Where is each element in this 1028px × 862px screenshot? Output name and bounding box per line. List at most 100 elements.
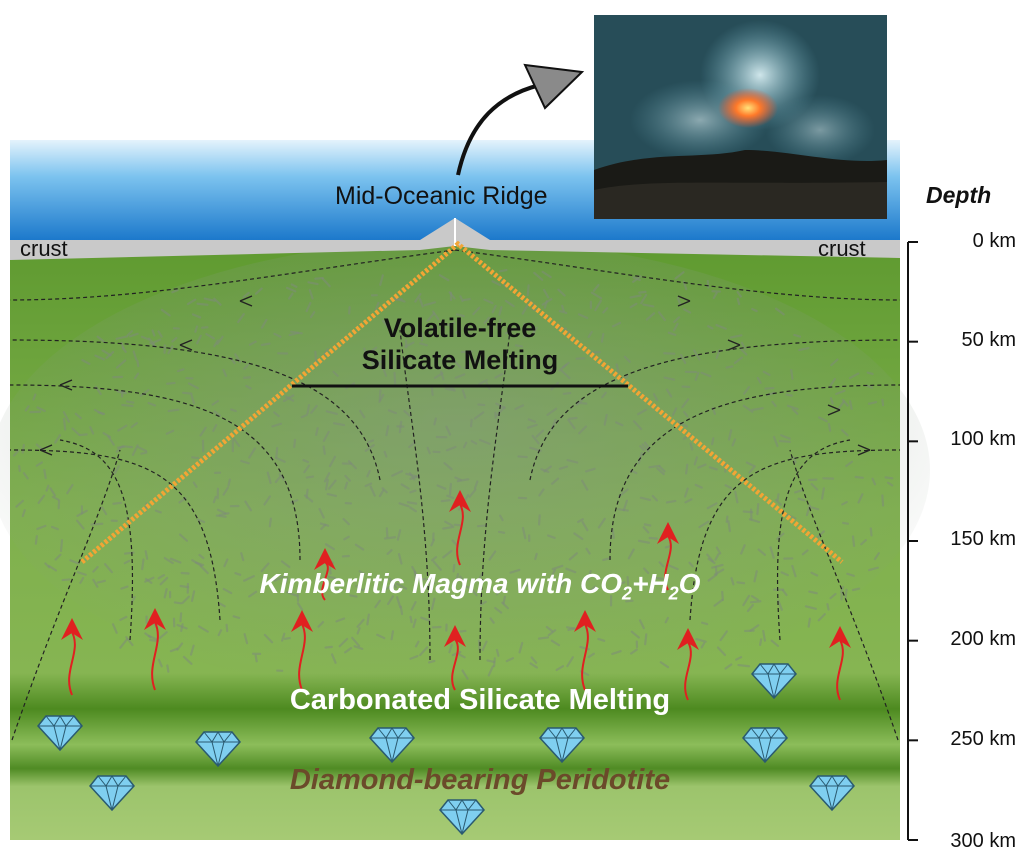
speckle: [611, 650, 622, 656]
speckle: [268, 517, 272, 528]
speckle: [187, 382, 200, 390]
speckle: [32, 393, 37, 401]
speckle: [671, 407, 678, 417]
depth-tick-150: 150 km: [950, 528, 1016, 550]
speckle: [489, 617, 495, 624]
speckle: [740, 341, 747, 351]
speckle: [213, 297, 222, 306]
speckle: [112, 501, 123, 505]
speckle: [566, 656, 575, 668]
speckle: [514, 344, 524, 348]
speckle: [356, 627, 361, 635]
speckle: [560, 578, 566, 587]
speckle: [37, 494, 46, 505]
speckle: [93, 408, 104, 416]
speckle: [115, 359, 127, 369]
speckle: [695, 638, 707, 643]
speckle: [351, 636, 361, 647]
speckle: [314, 350, 318, 363]
diamond-icon: [439, 799, 485, 836]
speckle: [309, 311, 316, 319]
magma-arrow-icon: [657, 522, 679, 591]
speckle: [762, 370, 771, 377]
speckle: [375, 358, 385, 367]
speckle: [860, 538, 867, 546]
speckle: [643, 441, 651, 450]
speckle: [144, 576, 155, 583]
speckle: [223, 558, 229, 568]
speckle: [409, 474, 421, 481]
speckle: [252, 652, 262, 655]
speckle: [791, 564, 797, 578]
speckle: [517, 496, 528, 500]
speckle: [196, 518, 206, 524]
speckle: [370, 294, 378, 297]
speckle: [840, 592, 843, 601]
crust-label-left: crust: [20, 236, 68, 261]
speckle: [547, 534, 556, 540]
speckle: [381, 487, 388, 494]
speckle: [370, 359, 375, 367]
speckle: [724, 663, 733, 670]
speckle: [769, 546, 775, 559]
speckle: [222, 587, 233, 595]
speckle: [89, 426, 95, 435]
speckle: [172, 617, 176, 628]
speckle: [562, 391, 572, 395]
speckle: [638, 619, 645, 630]
speckle: [603, 413, 608, 426]
speckle: [140, 451, 148, 455]
speckle: [414, 640, 420, 648]
speckle: [276, 669, 284, 672]
speckle: [273, 575, 285, 582]
speckle: [435, 435, 448, 439]
speckle: [523, 583, 533, 589]
speckle: [629, 648, 638, 655]
speckle: [873, 552, 880, 561]
speckle: [808, 590, 818, 595]
speckle: [694, 371, 700, 381]
speckle: [344, 502, 353, 505]
speckle: [374, 599, 382, 609]
speckle: [837, 400, 845, 410]
speckle: [409, 655, 419, 660]
speckle: [364, 584, 371, 591]
speckle: [826, 603, 830, 611]
speckle: [854, 475, 864, 479]
speckle: [674, 271, 685, 280]
speckle: [810, 571, 819, 577]
speckle: [848, 372, 860, 380]
speckle: [172, 327, 180, 330]
speckle: [550, 568, 557, 579]
speckle: [643, 567, 650, 575]
speckle: [51, 495, 60, 501]
speckle: [477, 403, 486, 407]
speckle: [287, 292, 294, 300]
speckle: [701, 621, 709, 626]
speckle: [575, 357, 586, 360]
speckle: [24, 405, 30, 412]
speckle: [840, 585, 845, 594]
speckle: [386, 595, 395, 606]
speckle: [131, 595, 136, 603]
speckle: [676, 296, 682, 306]
speckle: [736, 290, 742, 298]
speckle: [523, 329, 526, 338]
speckle: [245, 384, 252, 390]
speckle: [222, 486, 229, 496]
depth-tick-0: 0 km: [972, 230, 1016, 252]
speckle: [90, 522, 104, 526]
speckle: [707, 325, 714, 330]
speckle: [707, 557, 716, 565]
volatile-free-line1: Volatile-free: [383, 313, 537, 343]
diamond-icon: [742, 727, 788, 764]
magma-arrow-icon: [829, 626, 851, 701]
speckle: [234, 572, 242, 576]
speckle: [169, 557, 182, 564]
speckle: [358, 570, 366, 576]
speckle: [495, 586, 505, 596]
speckle: [436, 484, 447, 490]
speckle: [851, 535, 856, 548]
speckle: [577, 518, 584, 524]
speckle: [550, 639, 561, 647]
